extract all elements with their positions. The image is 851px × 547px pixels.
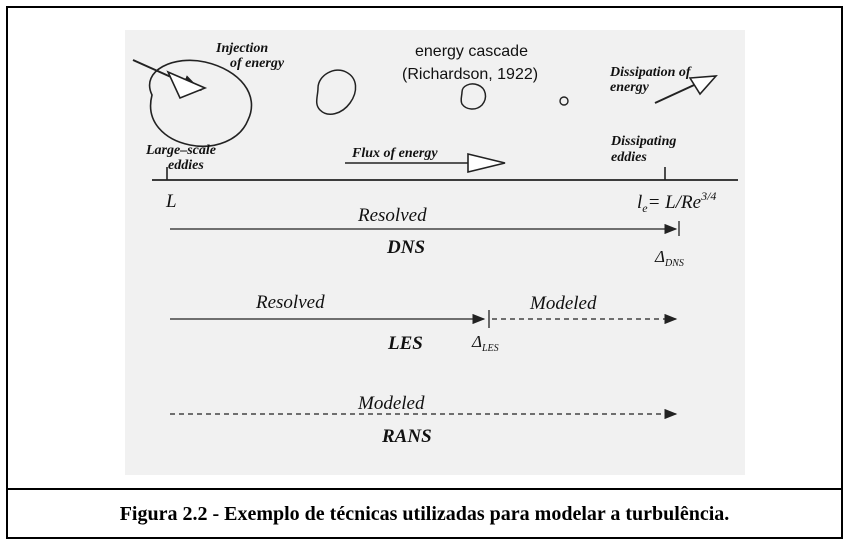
rans-label: RANS <box>381 426 432 447</box>
dns-row: Resolved DNS ΔDNS <box>170 205 684 269</box>
length-L-label: L <box>165 191 177 212</box>
injection-arrow-head-outline <box>166 70 208 100</box>
dns-resolved-label: Resolved <box>357 205 427 226</box>
figure-caption: Figura 2.2 - Exemplo de técnicas utiliza… <box>119 503 730 525</box>
dissipation-arrow-head-outline <box>688 75 718 96</box>
dissipating-label-2: eddies <box>611 150 647 165</box>
dissipation-label-1: Dissipation of <box>609 65 692 80</box>
kolmogorov-length-label: le= L/Re3/4 <box>637 189 716 215</box>
medium-eddy-blob <box>315 69 357 115</box>
figure-frame <box>6 6 843 539</box>
flux-arrow-head <box>467 152 506 174</box>
cascade-title: energy cascade <box>415 43 528 60</box>
caption-divider <box>6 488 843 490</box>
dissipation-label-2: energy <box>610 80 650 95</box>
large-eddy-blob <box>148 59 253 147</box>
large-scale-label-1: Large–scale <box>145 143 216 158</box>
smallest-eddy-dot <box>559 96 569 106</box>
les-resolved-label: Resolved <box>255 292 325 313</box>
les-row: Resolved Modeled LES ΔLES <box>170 292 678 354</box>
small-eddy-blob <box>460 83 487 110</box>
rans-row: Modeled RANS <box>170 393 678 447</box>
flux-label: Flux of energy <box>351 146 438 161</box>
dns-label: DNS <box>386 237 425 258</box>
les-delta-label: ΔLES <box>471 332 499 354</box>
cascade-reference: (Richardson, 1922) <box>402 66 538 83</box>
scanned-figure-background <box>125 30 745 475</box>
rans-modeled-label: Modeled <box>357 393 425 414</box>
dissipating-label-1: Dissipating <box>610 134 676 149</box>
injection-label-2: of energy <box>230 56 285 71</box>
les-modeled-label: Modeled <box>529 293 597 314</box>
scale-axis: Large–scale eddies Flux of energy Dissip… <box>145 134 738 215</box>
dns-delta-label: ΔDNS <box>654 247 684 269</box>
large-scale-label-2: eddies <box>168 158 204 173</box>
les-label: LES <box>387 333 423 354</box>
energy-cascade: Injection of energy energy cascade (Rich… <box>132 41 718 147</box>
injection-label-1: Injection <box>215 41 268 56</box>
